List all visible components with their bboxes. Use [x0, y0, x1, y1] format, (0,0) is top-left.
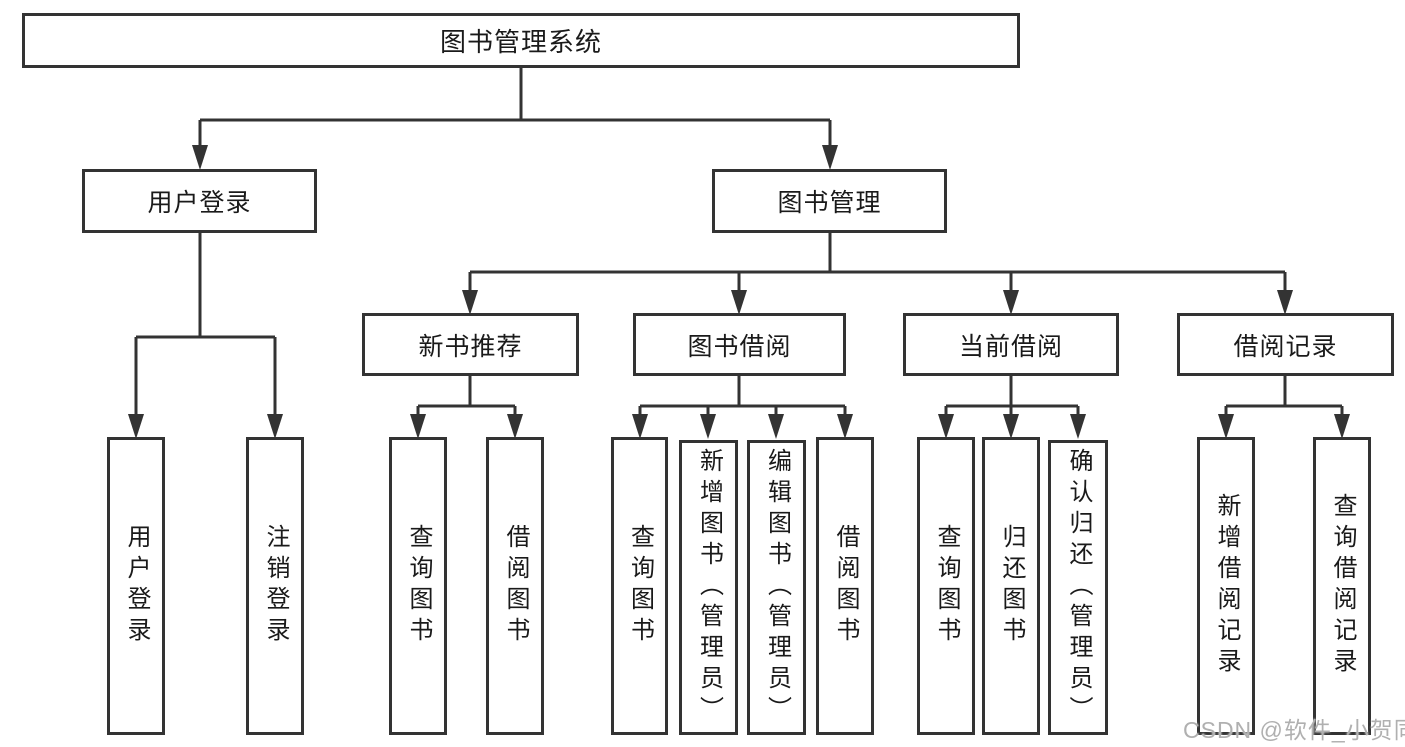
node-leaf-current-confirm-admin-label: 确认归还（管理员）	[1065, 448, 1092, 727]
node-leaf-current-query: 查询图书	[917, 437, 975, 735]
connector-borrow-children	[638, 376, 847, 415]
node-current-borrowing-label: 当前借阅	[958, 332, 1063, 361]
node-system-root-label: 图书管理系统	[439, 27, 602, 57]
csdn-watermark: CSDN @软件_小贺同学	[1183, 717, 1405, 743]
connector-records-children	[1224, 376, 1344, 415]
node-borrow-records: 借阅记录	[1177, 313, 1394, 376]
node-book-borrowing: 图书借阅	[633, 313, 846, 376]
node-borrow-records-label: 借阅记录	[1233, 332, 1338, 361]
connector-newbook-children	[416, 376, 517, 415]
node-leaf-newbook-borrow-label: 借阅图书	[502, 524, 529, 648]
arrowheads	[128, 145, 1350, 439]
node-leaf-current-return-label: 归还图书	[998, 524, 1025, 648]
node-leaf-current-return: 归还图书	[982, 437, 1040, 735]
node-leaf-borrow-edit-admin: 编辑图书（管理员）	[747, 440, 806, 735]
node-leaf-borrow-add-admin-label: 新增图书（管理员）	[695, 448, 723, 727]
connector-current-children	[944, 376, 1080, 415]
node-leaf-record-query: 查询借阅记录	[1313, 437, 1371, 735]
node-leaf-record-query-label: 查询借阅记录	[1329, 493, 1356, 679]
node-leaf-user-login-label: 用户登录	[123, 524, 150, 648]
node-leaf-borrow-query: 查询图书	[611, 437, 668, 735]
node-leaf-record-add: 新增借阅记录	[1197, 437, 1255, 735]
node-leaf-logout-label: 注销登录	[262, 524, 289, 648]
node-leaf-borrow-borrow: 借阅图书	[816, 437, 874, 735]
node-leaf-user-login: 用户登录	[107, 437, 165, 735]
node-leaf-current-query-label: 查询图书	[933, 524, 960, 648]
node-book-management-label: 图书管理	[777, 189, 882, 217]
connector-root-to-level2	[198, 68, 832, 146]
node-leaf-borrow-add-admin: 新增图书（管理员）	[679, 440, 738, 735]
node-leaf-newbook-borrow: 借阅图书	[486, 437, 544, 735]
connector-userlogin-children	[134, 233, 277, 415]
node-leaf-logout: 注销登录	[246, 437, 304, 735]
node-new-book-recommend-label: 新书推荐	[418, 332, 523, 361]
node-new-book-recommend: 新书推荐	[362, 313, 579, 376]
node-leaf-borrow-query-label: 查询图书	[626, 524, 654, 648]
node-leaf-newbook-query-label: 查询图书	[405, 524, 432, 648]
node-book-borrowing-label: 图书借阅	[687, 332, 792, 361]
node-leaf-borrow-edit-admin-label: 编辑图书（管理员）	[763, 448, 791, 727]
node-user-login-group-label: 用户登录	[147, 189, 252, 217]
node-current-borrowing: 当前借阅	[903, 313, 1119, 376]
node-book-management: 图书管理	[712, 169, 947, 233]
node-leaf-record-add-label: 新增借阅记录	[1213, 493, 1240, 679]
connector-bookmgmt-to-level3	[468, 233, 1287, 291]
node-user-login-group: 用户登录	[82, 169, 317, 233]
node-leaf-borrow-borrow-label: 借阅图书	[832, 524, 859, 648]
node-system-root: 图书管理系统	[22, 13, 1020, 68]
node-leaf-current-confirm-admin: 确认归还（管理员）	[1048, 440, 1108, 735]
node-leaf-newbook-query: 查询图书	[389, 437, 447, 735]
